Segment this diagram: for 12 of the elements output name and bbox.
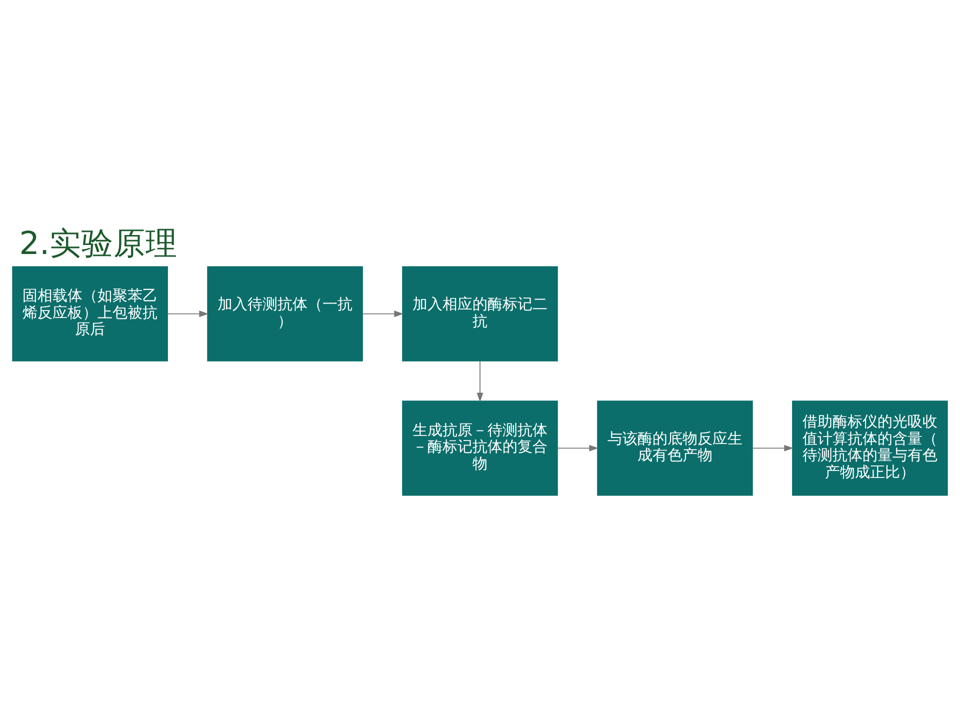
node-box: 固相载体（如聚苯乙烯反应板）上包被抗原后 bbox=[12, 266, 168, 362]
node-box: 加入相应的酶标记二抗 bbox=[402, 266, 558, 362]
arrow bbox=[476, 360, 484, 402]
arrow bbox=[752, 444, 794, 452]
node-box: 借助酶标仪的光吸收值计算抗体的含量（待测抗体的量与有色产物成正比） bbox=[792, 400, 948, 496]
node-box: 加入待测抗体（一抗） bbox=[207, 266, 363, 362]
arrow bbox=[557, 444, 598, 452]
node-box: 与该酶的底物反应生成有色产物 bbox=[597, 400, 753, 496]
arrow bbox=[167, 310, 209, 318]
node-box: 生成抗原－待测抗体－酶标记抗体的复合物 bbox=[402, 400, 558, 496]
arrow bbox=[362, 310, 404, 318]
diagram-title: 2.实验原理 bbox=[19, 226, 178, 262]
